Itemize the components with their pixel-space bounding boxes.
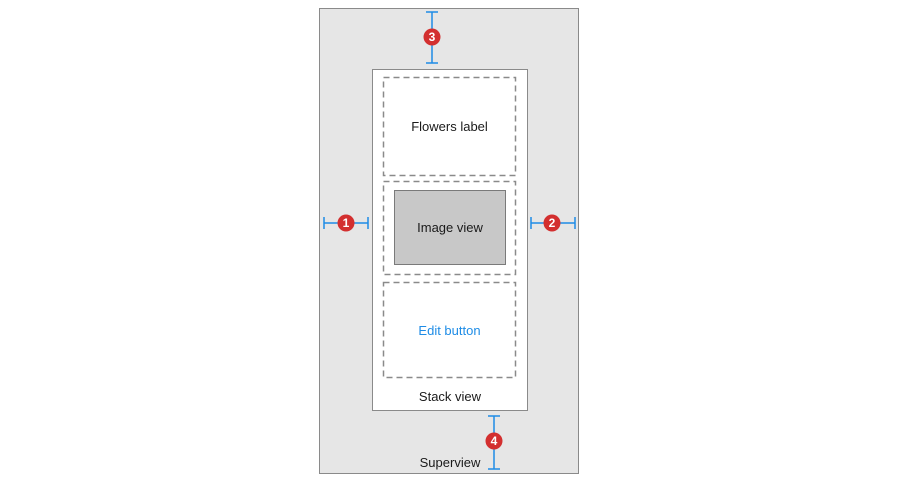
- flowers-label-slot: [382, 76, 517, 177]
- svg-text:4: 4: [491, 434, 498, 448]
- flowers-label: Flowers label: [411, 119, 488, 134]
- image-view-slot: [382, 180, 517, 276]
- svg-text:1: 1: [343, 216, 350, 230]
- superview-label: Superview: [419, 455, 481, 470]
- stack-view-label: Stack view: [418, 389, 482, 404]
- svg-text:3: 3: [429, 30, 436, 44]
- edit-button[interactable]: Edit button: [418, 323, 481, 338]
- edit-button-slot: [382, 281, 517, 379]
- svg-text:2: 2: [549, 216, 556, 230]
- badge-1: 1: [337, 214, 355, 232]
- image-view: [394, 190, 506, 265]
- badge-2: 2: [543, 214, 561, 232]
- image-view-label: Image view: [417, 220, 483, 235]
- badge-4: 4: [485, 432, 503, 450]
- badge-3: 3: [423, 28, 441, 46]
